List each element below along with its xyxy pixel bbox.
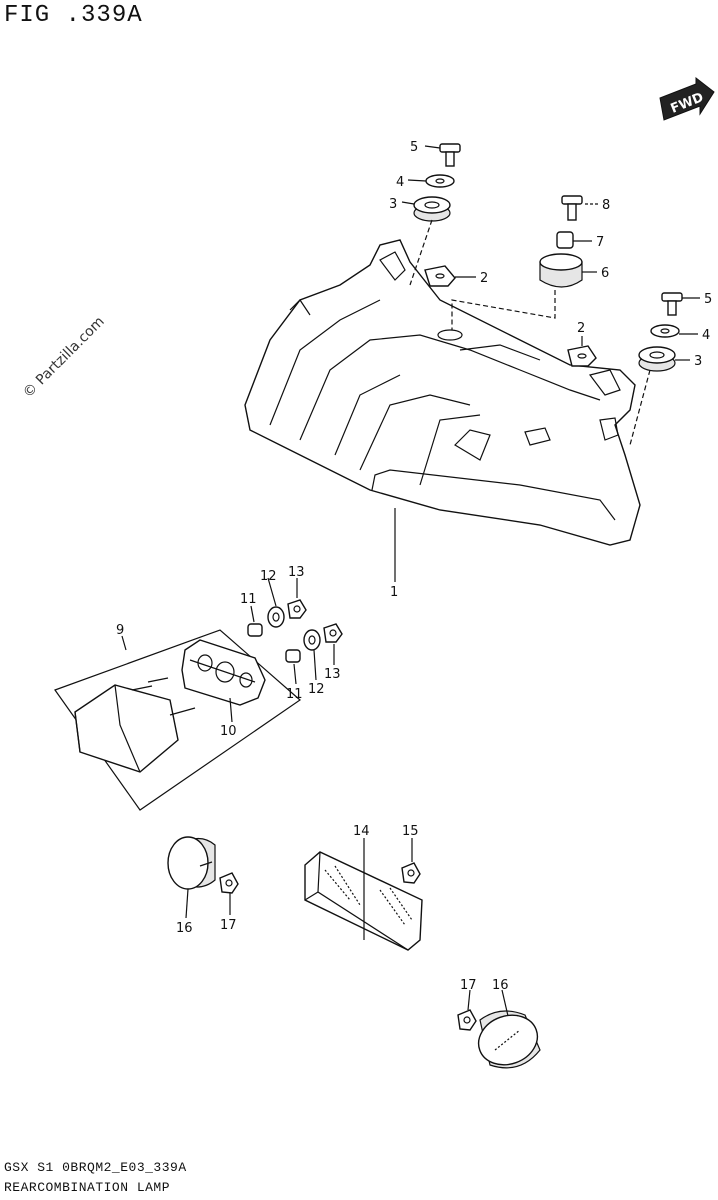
diagram-code: GSX S1 0BRQM2_E03_339A [4, 1160, 187, 1175]
part-12-washer-lower [303, 629, 321, 651]
callout-5-upper-left: 5 [410, 140, 418, 155]
part-11-collar-upper [247, 623, 263, 637]
callout-13-lower: 13 [324, 667, 341, 682]
part-11-collar-lower [285, 649, 301, 663]
part-10-gasket [181, 639, 266, 706]
part-15-nut [401, 862, 421, 884]
callout-16-right: 16 [492, 978, 509, 993]
callout-4-upper-left: 4 [396, 175, 404, 190]
callout-3-right: 3 [694, 354, 702, 369]
part-9-assembly-outline [54, 629, 301, 811]
callout-12-lower: 12 [308, 682, 325, 697]
callout-10: 10 [220, 724, 237, 739]
fwd-arrow-icon: FWD [659, 76, 715, 121]
part-5-bolt-upper-left [439, 143, 461, 167]
callout-11-lower: 11 [286, 687, 303, 702]
callout-1: 1 [390, 585, 398, 600]
part-8-bolt [561, 195, 583, 221]
callout-5-right: 5 [704, 292, 712, 307]
callout-17-right: 17 [460, 978, 477, 993]
callout-4-right: 4 [702, 328, 710, 343]
callout-3-upper-left: 3 [389, 197, 397, 212]
part-12-washer-upper [267, 606, 285, 628]
part-17-nut-right [457, 1009, 477, 1031]
part-3-grommet-upper-left [413, 196, 451, 222]
part-4-washer-right [650, 324, 680, 338]
part-2-clip-upper [424, 265, 456, 287]
callout-12-upper: 12 [260, 569, 277, 584]
part-4-washer-upper-left [425, 174, 455, 188]
callout-13-upper: 13 [288, 565, 305, 580]
callout-15: 15 [402, 824, 419, 839]
callout-9: 9 [116, 623, 124, 638]
callout-labels: 5 4 3 2 8 7 6 5 4 3 2 1 12 13 11 9 13 11… [116, 140, 712, 993]
callout-8: 8 [602, 198, 610, 213]
part-13-nut-lower [323, 623, 343, 643]
part-6-damper [539, 253, 583, 288]
callout-6: 6 [601, 266, 609, 281]
callout-16-left: 16 [176, 921, 193, 936]
part-16-reflector-right [477, 1010, 541, 1069]
callout-11-upper: 11 [240, 592, 257, 607]
callout-14: 14 [353, 824, 370, 839]
callout-2-lower: 2 [577, 321, 585, 336]
callout-17-left: 17 [220, 918, 237, 933]
part-1-housing [244, 239, 641, 546]
part-5-bolt-right [661, 292, 683, 316]
leader-lines [121, 145, 700, 1017]
part-3-grommet-right [638, 346, 676, 372]
callout-2-upper: 2 [480, 271, 488, 286]
part-7-collar [556, 231, 574, 249]
callout-7: 7 [596, 235, 604, 250]
diagram-name: REARCOMBINATION LAMP [4, 1180, 171, 1195]
figure-title: FIG .339A [4, 2, 143, 29]
part-9-lamp-unit [74, 677, 196, 773]
part-2-clip-lower [567, 345, 597, 367]
part-17-nut-left [219, 872, 239, 894]
part-16-reflector-left [167, 836, 216, 890]
part-13-nut-upper [287, 599, 307, 619]
